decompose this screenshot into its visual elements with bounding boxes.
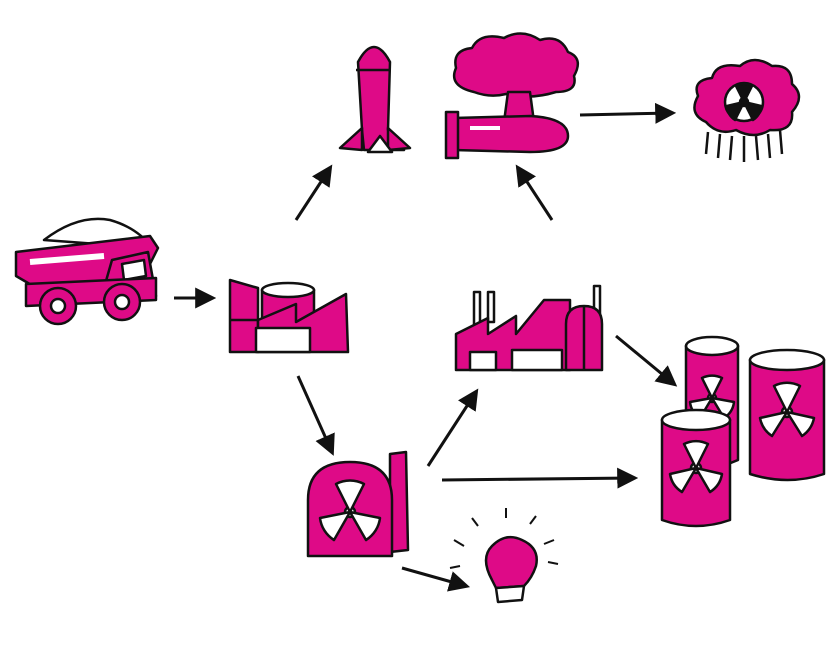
factory-icon [228,278,350,354]
radioactive-barrels-icon [660,335,826,528]
light-bulb-icon [449,508,559,604]
reactor-radiation-icon [306,450,410,558]
edge-plant-to-reactor [296,375,335,456]
edge-enrichment-to-bomb [515,164,554,221]
edge-bomb-to-fallout [579,102,677,124]
edge-enrichment-to-waste [615,334,678,387]
barrel-right [748,348,826,482]
edges [174,102,678,592]
barrel-front [660,408,732,528]
edge-plant-to-missile [294,164,333,221]
edge-reactor-to-bulb [401,566,471,592]
missile-icon [338,45,412,154]
dump-truck-icon [14,217,160,326]
factory-smokestacks-icon [454,284,604,372]
mushroom-cloud-bomb-icon [444,32,580,160]
edge-reactor-to-enrichment [426,388,479,467]
edge-reactor-to-waste [441,467,639,489]
radioactive-rain-cloud-icon [693,58,801,162]
